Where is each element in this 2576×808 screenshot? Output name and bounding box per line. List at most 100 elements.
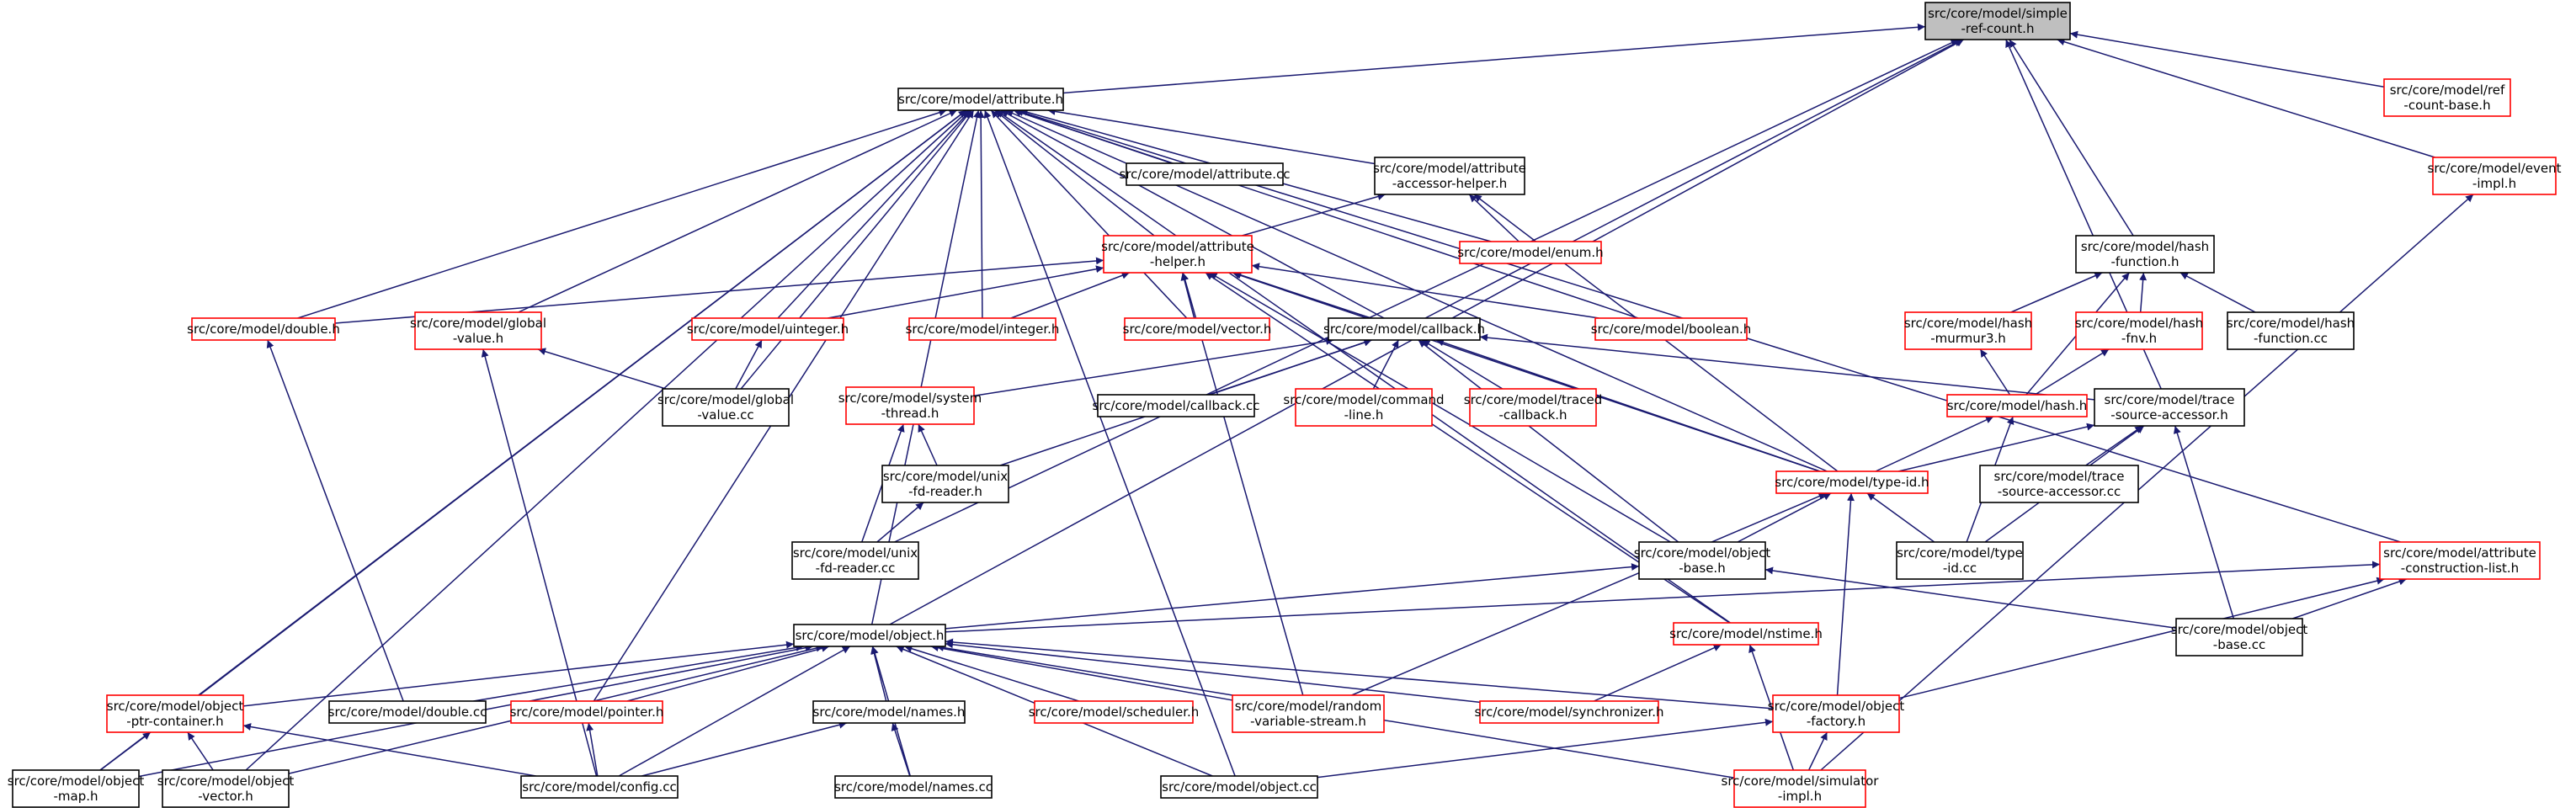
node-vector-h[interactable]: src/core/model/vector.h	[1123, 317, 1272, 341]
edge-object-base-h-to-type-id-h	[1737, 492, 1832, 543]
node-box	[191, 317, 336, 341]
node-label: src/core/model/object	[107, 699, 244, 714]
node-ref-count-base[interactable]: src/core/model/ref-count-base.h	[2383, 78, 2511, 117]
node-label: src/core/model/nstime.h	[1669, 626, 1823, 641]
node-label: -source-accessor.cc	[1998, 484, 2121, 499]
node-object-ptr-container[interactable]: src/core/model/object-ptr-container.h	[106, 694, 244, 733]
node-object-vector[interactable]: src/core/model/object-vector.h	[157, 769, 295, 808]
edge-object-cc-to-attribute-h	[983, 109, 1236, 777]
edge-callback-h-to-attribute-h	[1000, 109, 1385, 319]
node-names-h[interactable]: src/core/model/names.h	[812, 700, 966, 724]
node-command-line[interactable]: src/core/model/command-line.h	[1283, 388, 1445, 427]
edge-integer-h-to-attribute-h	[977, 109, 985, 319]
node-box	[1946, 394, 2088, 417]
node-box	[845, 386, 975, 425]
node-box	[2227, 311, 2355, 350]
node-object-map[interactable]: src/core/model/object-map.h	[8, 769, 145, 808]
node-names-cc[interactable]: src/core/model/names.cc	[834, 775, 993, 799]
node-label: src/core/model/attribute.cc	[1120, 167, 1291, 182]
node-label: src/core/model/hash	[2075, 316, 2203, 331]
node-simple-ref-count[interactable]: src/core/model/simple-ref-count.h	[1924, 2, 2071, 40]
node-object-factory[interactable]: src/core/model/object-factory.h	[1768, 694, 1905, 733]
node-double-h[interactable]: src/core/model/double.h	[187, 317, 340, 341]
node-label: src/core/model/system	[838, 391, 982, 406]
edge-system-thread-to-callback-h	[973, 337, 1334, 396]
node-hash-function-h[interactable]: src/core/model/hash-function.h	[2075, 235, 2215, 274]
node-attribute-construction-list[interactable]: src/core/model/attribute-construction-li…	[2379, 541, 2541, 580]
node-label: src/core/model/object.cc	[1162, 779, 1317, 795]
node-unix-fd-reader-h[interactable]: src/core/model/unix-fd-reader.h	[881, 465, 1009, 503]
node-label: -function.h	[2111, 254, 2179, 269]
node-callback-h[interactable]: src/core/model/callback.h	[1323, 317, 1485, 341]
node-attribute-helper[interactable]: src/core/model/attribute-helper.h	[1101, 235, 1254, 274]
node-global-value-h[interactable]: src/core/model/global-value.h	[410, 311, 546, 350]
node-global-value-cc[interactable]: src/core/model/global-value.cc	[657, 388, 794, 427]
node-hash-fnv[interactable]: src/core/model/hash-fnv.h	[2075, 311, 2203, 350]
node-hash-function-cc[interactable]: src/core/model/hash-function.cc	[2227, 311, 2355, 350]
node-box	[1103, 235, 1253, 274]
node-label: src/core/model/traced	[1464, 392, 1603, 407]
node-attribute-cc[interactable]: src/core/model/attribute.cc	[1120, 162, 1291, 186]
edge-unix-fd-reader-cc-to-unix-fd-reader-h	[876, 502, 924, 543]
node-label: -fd-reader.h	[908, 484, 982, 499]
edge-object-vector-to-object-ptr-container	[187, 731, 214, 771]
node-label: src/core/model/object	[1634, 545, 1771, 561]
node-uinteger-h[interactable]: src/core/model/uinteger.h	[687, 317, 849, 341]
node-system-thread[interactable]: src/core/model/system-thread.h	[838, 386, 982, 425]
node-hash-murmur3[interactable]: src/core/model/hash-murmur3.h	[1904, 311, 2032, 350]
node-trace-source-accessor-h[interactable]: src/core/model/trace-source-accessor.h	[2094, 388, 2245, 427]
node-box	[1097, 394, 1255, 417]
node-traced-callback[interactable]: src/core/model/traced-callback.h	[1464, 388, 1603, 427]
node-label: -impl.h	[2472, 176, 2516, 191]
edge-object-cc-to-object-factory	[1317, 718, 1774, 779]
node-label: -source-accessor.h	[2110, 407, 2227, 423]
node-box	[791, 541, 919, 580]
node-event-impl[interactable]: src/core/model/event-impl.h	[2428, 157, 2562, 195]
node-simulator-impl[interactable]: src/core/model/simulator-impl.h	[1722, 769, 1880, 808]
edge-uinteger-h-to-attribute-helper	[827, 265, 1104, 319]
node-config-cc[interactable]: src/core/model/config.cc	[520, 775, 679, 799]
node-box	[897, 88, 1064, 111]
node-label: src/core/model/unix	[793, 545, 918, 561]
node-random-variable-stream[interactable]: src/core/model/random-variable-stream.h	[1232, 694, 1385, 733]
edge-object-base-h-to-callback-h	[1418, 339, 1679, 543]
edge-names-cc-to-names-h	[891, 722, 911, 777]
node-box	[520, 775, 679, 799]
node-box	[1775, 470, 1929, 494]
edge-random-variable-stream-to-object-h	[930, 644, 1233, 701]
edge-global-value-cc-to-attribute-h	[740, 109, 972, 390]
edge-trace-source-accessor-cc-to-trace-source-accessor-h	[2085, 425, 2143, 466]
node-attribute-h[interactable]: src/core/model/attribute.h	[897, 88, 1064, 111]
node-object-cc[interactable]: src/core/model/object.cc	[1160, 775, 1318, 799]
edge-object-base-cc-to-attribute-construction-list	[2292, 577, 2407, 619]
node-synchronizer-h[interactable]: src/core/model/synchronizer.h	[1474, 700, 1664, 724]
edge-event-impl-to-simple-ref-count	[2057, 38, 2435, 158]
edge-attribute-h-to-simple-ref-count	[1062, 23, 1926, 94]
node-trace-source-accessor-cc[interactable]: src/core/model/trace-source-accessor.cc	[1979, 465, 2139, 503]
node-double-cc[interactable]: src/core/model/double.cc	[328, 700, 487, 724]
node-enum-h[interactable]: src/core/model/enum.h	[1457, 241, 1604, 264]
node-scheduler-h[interactable]: src/core/model/scheduler.h	[1029, 700, 1200, 724]
node-label: -fd-reader.cc	[816, 561, 896, 576]
node-hash-h[interactable]: src/core/model/hash.h	[1946, 394, 2088, 417]
node-label: -factory.h	[1807, 714, 1865, 729]
node-callback-cc[interactable]: src/core/model/callback.cc	[1093, 394, 1260, 417]
node-box	[2175, 618, 2303, 656]
node-type-id-h[interactable]: src/core/model/type-id.h	[1775, 470, 1929, 494]
node-object-h[interactable]: src/core/model/object.h	[793, 624, 946, 647]
node-label: src/core/model/double.h	[187, 322, 340, 337]
node-pointer-h[interactable]: src/core/model/pointer.h	[510, 700, 664, 724]
node-box	[510, 700, 663, 724]
node-attribute-accessor-helper[interactable]: src/core/model/attribute-accessor-helper…	[1373, 157, 1526, 195]
edge-config-cc-to-names-h	[641, 720, 847, 777]
edge-hash-function-h-to-simple-ref-count	[2009, 39, 2134, 237]
node-boolean-h[interactable]: src/core/model/boolean.h	[1591, 317, 1752, 341]
node-nstime-h[interactable]: src/core/model/nstime.h	[1669, 622, 1823, 646]
node-integer-h[interactable]: src/core/model/integer.h	[906, 317, 1060, 341]
node-box	[1034, 700, 1194, 724]
node-type-id-cc[interactable]: src/core/model/type-id.cc	[1896, 541, 2024, 580]
node-object-base-cc[interactable]: src/core/model/object-base.cc	[2171, 618, 2308, 656]
node-unix-fd-reader-cc[interactable]: src/core/model/unix-fd-reader.cc	[791, 541, 919, 580]
node-object-base-h[interactable]: src/core/model/object-base.h	[1634, 541, 1771, 580]
edge-object-base-h-to-attribute-helper	[1209, 272, 1671, 543]
